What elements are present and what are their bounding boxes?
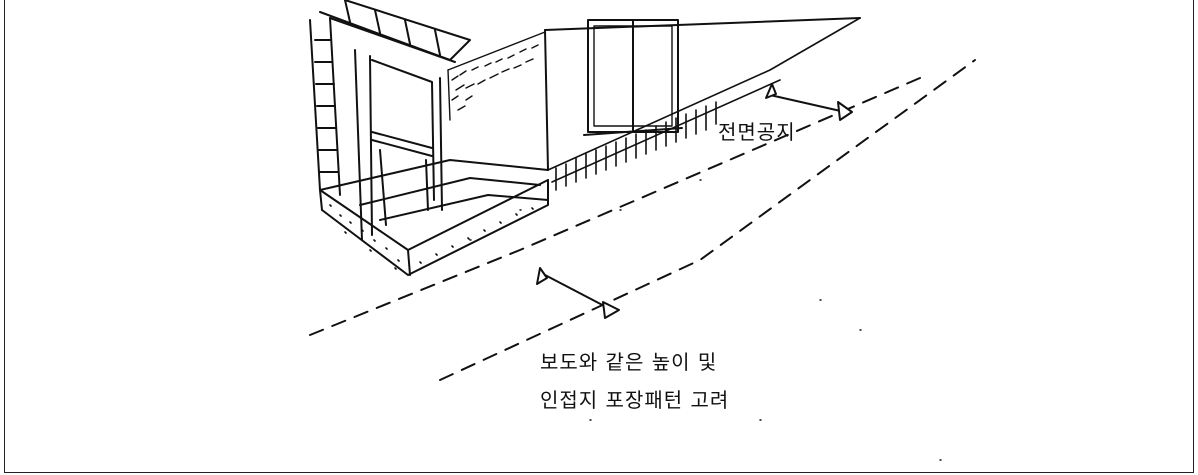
- arrow-note: [536, 267, 620, 319]
- specks: [469, 179, 942, 461]
- label-note-line2: 인접지 포장패턴 고려: [540, 388, 730, 412]
- facade-base: [547, 17, 861, 191]
- arrow-front: [765, 83, 853, 121]
- steps: [319, 159, 549, 276]
- brick-pier: [309, 0, 471, 196]
- figure-frame: [4, 0, 1194, 473]
- step-stipple: [329, 204, 534, 270]
- label-note-line1: 보도와 같은 높이 및: [540, 350, 718, 374]
- label-front-space: 전면공지: [718, 120, 796, 144]
- facade: [544, 17, 861, 171]
- dashed-lines: [309, 59, 976, 381]
- hatched-wall: [447, 31, 546, 121]
- door: [354, 49, 443, 241]
